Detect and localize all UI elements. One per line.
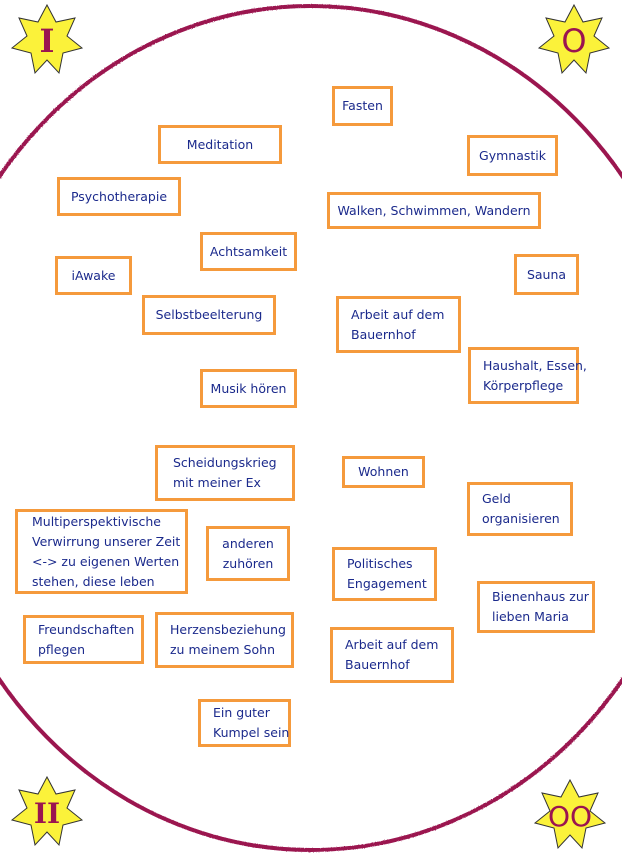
card-wohnen: Wohnen (342, 456, 425, 488)
card-bienenhaus: Bienenhaus zur lieben Maria (477, 581, 595, 633)
card-text-line: Herzensbeziehung (170, 622, 286, 637)
card-herzensbeziehung: Herzensbeziehung zu meinem Sohn (155, 612, 294, 668)
card-iawake: iAwake (55, 256, 132, 295)
card-text-line: zuhören (222, 555, 274, 571)
card-text-line: Scheidungskrieg (173, 455, 277, 470)
card-text: Fasten (342, 98, 383, 113)
card-ein-guter-kumpel: Ein guter Kumpel sein (198, 699, 291, 747)
star-bottom-left (10, 775, 84, 847)
star-label-top-right: O (561, 22, 586, 60)
card-text-line: stehen, diese leben (32, 573, 155, 589)
card-anderen-zuhoeren: anderen zuhören (206, 526, 290, 581)
card-text: Walken, Schwimmen, Wandern (337, 202, 531, 218)
card-text-line: mit meiner Ex (173, 475, 261, 490)
card-text-line: Arbeit auf dem (351, 306, 445, 322)
card-text-line: Geld (482, 491, 511, 506)
card-politisches-engagement: Politisches Engagement (332, 547, 437, 601)
card-text: Gymnastik (479, 147, 546, 163)
star-icon (537, 3, 611, 75)
card-text-line: <-> zu eigenen Werten (32, 553, 180, 569)
card-fasten: Fasten (332, 86, 393, 126)
card-text-line: Arbeit auf dem (345, 637, 439, 652)
card-text-line: Ein guter (213, 705, 270, 720)
card-text-line: organisieren (482, 511, 560, 526)
star-top-left (10, 3, 84, 75)
card-text: Wohnen (358, 464, 409, 479)
card-walken-schwimmen-wandern: Walken, Schwimmen, Wandern (327, 192, 541, 229)
card-achtsamkeit: Achtsamkeit (200, 232, 297, 271)
card-text-line: Bienenhaus zur (492, 589, 589, 604)
card-geld-organisieren: Geld organisieren (467, 482, 573, 536)
card-multiperspektivische-verwirrung: Multiperspektivische Verwirrung unserer … (15, 509, 188, 594)
card-text-line: zu meinem Sohn (170, 642, 275, 657)
card-text-line: pflegen (38, 641, 86, 657)
card-text-line: anderen (222, 535, 274, 551)
card-musik-hoeren: Musik hören (200, 369, 297, 408)
card-text-line: Engagement (347, 576, 427, 591)
card-text-line: Politisches (347, 556, 413, 571)
card-text-line: Verwirrung unserer Zeit (32, 533, 181, 549)
card-text-line: Bauernhof (351, 326, 416, 342)
star-label-top-left: I (40, 22, 55, 60)
card-haushalt-essen-koerperpflege: Haushalt, Essen, Körperpflege (468, 347, 587, 404)
card-text: Musik hören (210, 380, 287, 396)
card-text: Achtsamkeit (209, 243, 288, 259)
card-sauna: Sauna (514, 254, 579, 295)
card-text-line: Körperpflege (483, 377, 564, 393)
card-text: Meditation (186, 136, 254, 152)
star-label-bottom-left: II (34, 797, 60, 830)
card-psychotherapie: Psychotherapie (57, 177, 181, 216)
card-arbeit-bauernhof-bottom: Arbeit auf dem Bauernhof (330, 627, 454, 683)
star-icon (533, 778, 607, 850)
card-arbeit-bauernhof-top: Arbeit auf dem Bauernhof (336, 296, 461, 353)
star-top-right (537, 3, 611, 75)
card-text-line: Kumpel sein (213, 725, 290, 740)
star-icon (10, 775, 84, 847)
card-meditation: Meditation (158, 125, 282, 164)
card-text: iAwake (71, 267, 116, 283)
card-text-line: Freundschaften (38, 621, 135, 637)
star-bottom-right (533, 778, 607, 850)
card-text-line: Multiperspektivische (32, 513, 161, 529)
outer-ellipse (0, 4, 622, 852)
card-freundschaften-pflegen: Freundschaften pflegen (23, 615, 144, 664)
card-scheidungskrieg: Scheidungskrieg mit meiner Ex (155, 445, 295, 501)
card-text-line: Bauernhof (345, 657, 410, 672)
star-label-bottom-right: OO (548, 800, 592, 833)
card-text-line: Haushalt, Essen, (483, 357, 587, 373)
card-text: Psychotherapie (70, 188, 168, 204)
card-text-line: lieben Maria (492, 609, 569, 624)
star-icon (10, 3, 84, 75)
card-selbstbeelterung: Selbstbeelterung (142, 295, 276, 335)
card-gymnastik: Gymnastik (467, 135, 558, 176)
card-text: Sauna (526, 266, 567, 282)
card-text: Selbstbeelterung (155, 307, 263, 322)
